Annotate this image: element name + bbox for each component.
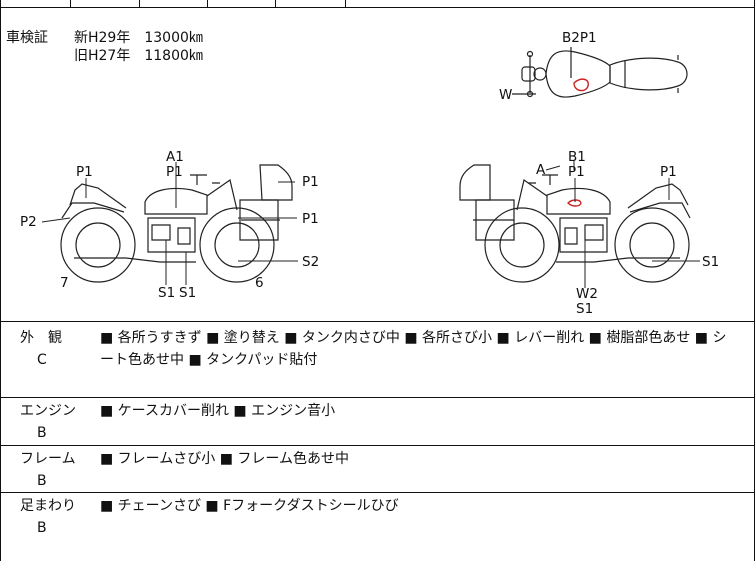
label-s1: S1 [179,285,197,301]
header-tick [275,0,276,7]
label-a1: A1 [166,149,184,165]
section-notes-suspension: ■ チェーンさび ■ Fフォークダストシールひび [100,498,399,514]
label-6: 6 [255,275,264,291]
section-notes-engine: ■ ケースカバー削れ ■ エンジン音小 [100,403,336,419]
label-s1: S1 [576,301,594,317]
label-p1: P1 [302,211,319,227]
top-rule [0,7,755,8]
section-notes-frame: ■ フレームさび小 ■ フレーム色あせ中 [100,451,349,467]
label-b2p1: B2P1 [562,30,597,46]
label-s1: S1 [702,254,720,270]
label-p1: P1 [76,164,93,180]
label-w: W [499,87,513,103]
registration-old: 旧H27年 11800㎞ [74,48,203,64]
section-grade-frame: B [37,473,47,489]
left-view-motorcycle [60,164,293,283]
label-7: 7 [60,275,69,291]
section-category-frame: フレーム [20,451,76,467]
leader-lines [41,160,700,288]
label-s1: S1 [158,285,176,301]
label-b1: B1 [568,149,586,165]
header-tick [207,0,208,7]
registration-new: 新H29年 13000㎞ [74,30,203,46]
label-p1: P1 [166,164,183,180]
section-category-exterior: 外 観 [20,330,62,346]
section-category-engine: エンジン [20,403,76,419]
label-a: A [536,162,546,178]
section-divider [0,445,755,446]
section-grade-exterior: C [37,352,47,368]
label-s2: S2 [302,254,320,270]
top-view-motorcycle [512,47,688,98]
section-notes-exterior-cont: ート色あせ中 ■ タンクパッド貼付 [100,352,318,368]
section-divider [0,397,755,398]
section-divider [0,492,755,493]
diagram-bottom-rule [0,321,755,322]
registration-label: 車検証 [6,30,48,46]
header-tick [345,0,346,7]
right-view-motorcycle [459,164,691,283]
label-w2: W2 [576,286,598,302]
label-p2: P2 [20,214,37,230]
label-p1: P1 [660,164,677,180]
section-grade-engine: B [37,425,47,441]
header-tick [139,0,140,7]
left-border [0,0,1,561]
motorcycle-diagram [41,47,700,288]
section-grade-suspension: B [37,520,47,536]
header-tick [70,0,71,7]
label-p1: P1 [302,174,319,190]
section-notes-exterior: ■ 各所うすきず ■ 塗り替え ■ タンク内さび中 ■ 各所さび小 ■ レバー削… [100,330,727,346]
section-category-suspension: 足まわり [20,498,76,514]
label-p1: P1 [568,164,585,180]
